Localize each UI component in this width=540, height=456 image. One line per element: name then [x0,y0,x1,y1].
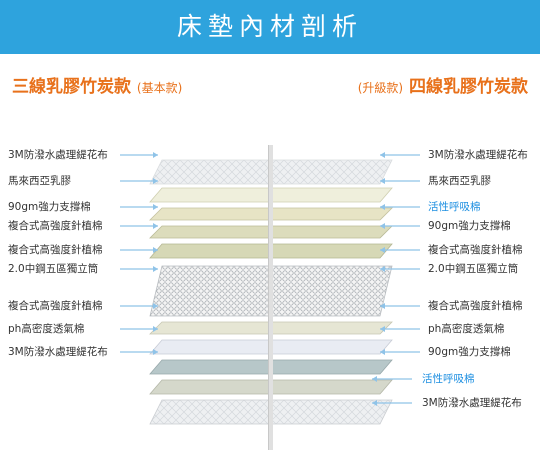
right-arrow-head [380,204,385,210]
left-layer-label: 3M防潑水處理緹花布 [8,149,108,161]
right-layer-label: 複合式高強度針植棉 [428,244,523,256]
right-layer-label: 複合式高強度針植棉 [428,300,523,312]
right-arrow-head [380,326,385,332]
left-arrow-head [153,247,158,253]
right-arrow-head [380,152,385,158]
left-arrow-head [153,152,158,158]
left-layer-label: ph高密度透氣棉 [8,323,85,335]
left-layer-label: 複合式高強度針植棉 [8,220,103,232]
right-arrow-head [380,349,385,355]
left-arrow-head [153,349,158,355]
right-layer-label: 活性呼吸棉 [422,373,475,385]
left-arrow-head [153,178,158,184]
left-arrow-head [153,204,158,210]
left-layer-label: 複合式高強度針植棉 [8,244,103,256]
right-arrow-head [372,376,377,382]
right-layer-label: ph高密度透氣棉 [428,323,505,335]
right-arrow-head [380,178,385,184]
left-heading-title: 三線乳膠竹炭款 [12,77,131,97]
left-arrow-head [153,303,158,309]
right-layer-label: 90gm強力支撐棉 [428,346,511,358]
banner-title: 床墊內材剖析 [176,12,363,41]
left-layer-label: 90gm強力支撐棉 [8,201,91,213]
right-layer-label: 3M防潑水處理緹花布 [428,149,528,161]
left-layer-label: 3M防潑水處理緹花布 [8,346,108,358]
left-arrow-head [153,266,158,272]
right-layer-label: 90gm強力支撐棉 [428,220,511,232]
right-arrow-head [380,223,385,229]
left-layer-label: 馬來西亞乳膠 [8,175,71,187]
center-divider [268,145,273,450]
right-layer-label: 馬來西亞乳膠 [428,175,491,187]
left-heading: 三線乳膠竹炭款 (基本款) [12,72,182,97]
right-arrow-head [380,247,385,253]
left-heading-sub: (基本款) [136,81,183,95]
right-arrow-head [380,303,385,309]
right-layer-label: 活性呼吸棉 [428,201,481,213]
right-layer-label: 2.0中鋼五區獨立筒 [428,263,519,275]
right-heading-sub: (升級款) [357,81,404,95]
right-layer-label: 3M防潑水處理緹花布 [422,397,522,409]
right-heading-title: 四線乳膠竹炭款 [409,77,528,97]
left-arrow-head [153,223,158,229]
title-banner: 床墊內材剖析 [0,0,540,54]
right-heading: (升級款) 四線乳膠竹炭款 [358,72,528,97]
right-arrow-head [372,400,377,406]
right-arrow-head [380,266,385,272]
left-layer-label: 複合式高強度針植棉 [8,300,103,312]
left-layer-label: 2.0中鋼五區獨立筒 [8,263,99,275]
left-arrow-head [153,326,158,332]
